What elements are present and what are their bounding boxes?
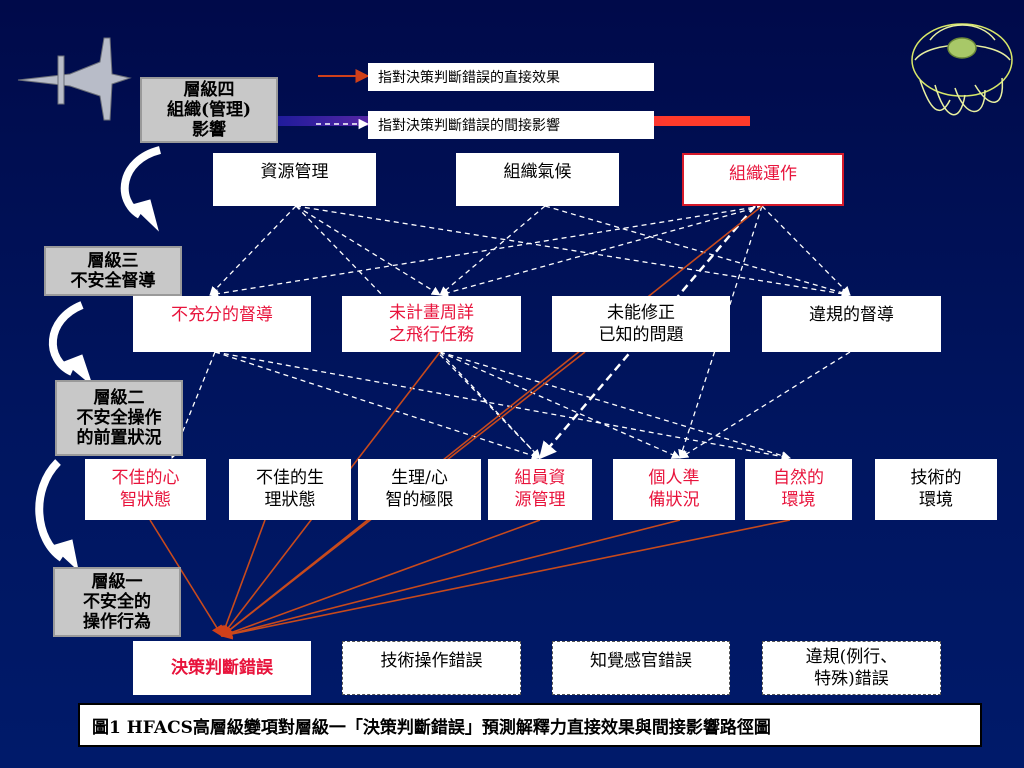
level-one-label: 層級一 不安全的 操作行為: [53, 567, 181, 637]
legend-direct-label: 指對決策判斷錯誤的直接效果: [368, 63, 654, 91]
node-physical-mental-limitations: 生理/心 智的極限: [358, 459, 481, 520]
node-failed-to-correct-problem: 未能修正 已知的問題: [552, 296, 730, 352]
node-supervisory-violations: 違規的督導: [762, 296, 941, 352]
jellyfish-icon: [911, 23, 1013, 116]
node-resource-management: 資源管理: [213, 153, 376, 206]
direct-paths: [149, 205, 791, 640]
node-skill-based-errors: 技術操作錯誤: [342, 641, 521, 695]
legend-gradient-tail: [668, 116, 750, 126]
legend-indirect-label: 指對決策判斷錯誤的間接影響: [368, 111, 654, 139]
level-four-label: 層級四 組織(管理) 影響: [140, 77, 278, 143]
node-perceptual-errors: 知覺感官錯誤: [552, 641, 730, 695]
node-organizational-climate: 組織氣候: [456, 153, 619, 206]
node-planned-inappropriate-operations: 未計畫周詳 之飛行任務: [342, 296, 521, 352]
node-violations: 違規(例行、 特殊)錯誤: [762, 641, 941, 695]
level-flow-arrows: [35, 146, 162, 572]
figure-caption: 圖1 HFACS高層級變項對層級一「決策判斷錯誤」預測解釋力直接效果與間接影響路…: [78, 703, 982, 747]
indirect-path-process-crm: [538, 205, 756, 460]
indirect-paths-supervision: [170, 351, 851, 461]
level-three-label: 層級三 不安全督導: [44, 246, 182, 296]
node-crew-resource-management: 組員資 源管理: [488, 459, 592, 520]
jet-icon: [17, 37, 132, 121]
node-physical-environment: 自然的 環境: [745, 459, 852, 520]
node-decision-errors: 決策判斷錯誤: [133, 641, 311, 695]
node-technological-environment: 技術的 環境: [875, 459, 997, 520]
node-organizational-process: 組織運作: [682, 153, 844, 206]
node-adverse-physiological-state: 不佳的生 理狀態: [229, 459, 351, 520]
level-two-label: 層級二 不安全操作 的前置狀況: [55, 380, 183, 456]
node-adverse-mental-state: 不佳的心 智狀態: [85, 459, 206, 520]
node-inadequate-supervision: 不充分的督導: [133, 296, 311, 352]
node-personal-readiness: 個人準 備狀況: [613, 459, 735, 520]
